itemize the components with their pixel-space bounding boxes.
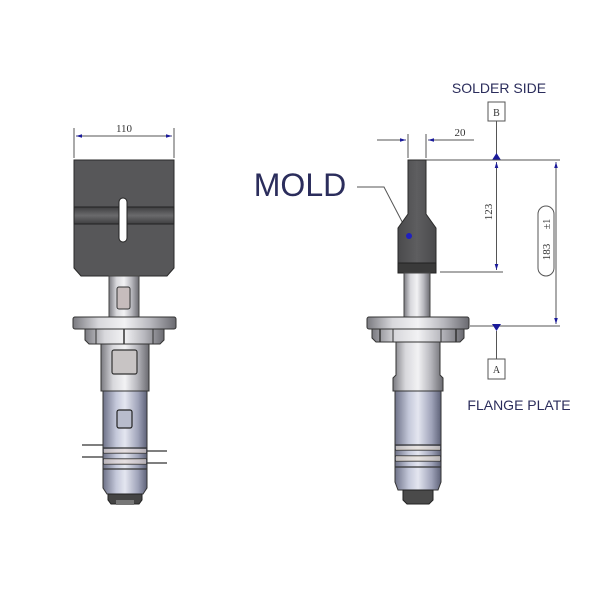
datum-a-label: A — [493, 365, 501, 376]
tip-width-label: 20 — [455, 127, 467, 139]
datum-b-label: B — [493, 108, 500, 119]
slot — [118, 197, 128, 243]
flange — [72, 316, 177, 345]
datum-a-box — [487, 358, 506, 380]
left-view: 110 — [72, 123, 177, 505]
overall-length-tolerance: ±1 — [542, 219, 553, 230]
horn-length-label: 123 — [483, 203, 495, 220]
width-dimension: 110 — [73, 123, 175, 158]
mold-leader-dot — [406, 233, 412, 239]
solder-side-label: SOLDER SIDE — [452, 80, 546, 96]
horn-length-dimension: 123 — [440, 162, 503, 273]
tip-width-dimension: 20 — [377, 127, 474, 158]
right-view: SOLDER SIDE B 20 123 183 ±1 — [254, 80, 571, 505]
mold-leader-line — [357, 186, 410, 236]
width-dimension-label: 110 — [116, 123, 133, 135]
horn-block — [73, 159, 175, 277]
overall-length-label: 183 — [541, 243, 553, 260]
overall-length-dimension: 183 ±1 — [537, 162, 558, 324]
flange-plate-label: FLANGE PLATE — [467, 397, 570, 413]
flange-plate — [366, 316, 470, 343]
mold-label: MOLD — [254, 167, 346, 203]
mold-horn — [397, 159, 437, 274]
